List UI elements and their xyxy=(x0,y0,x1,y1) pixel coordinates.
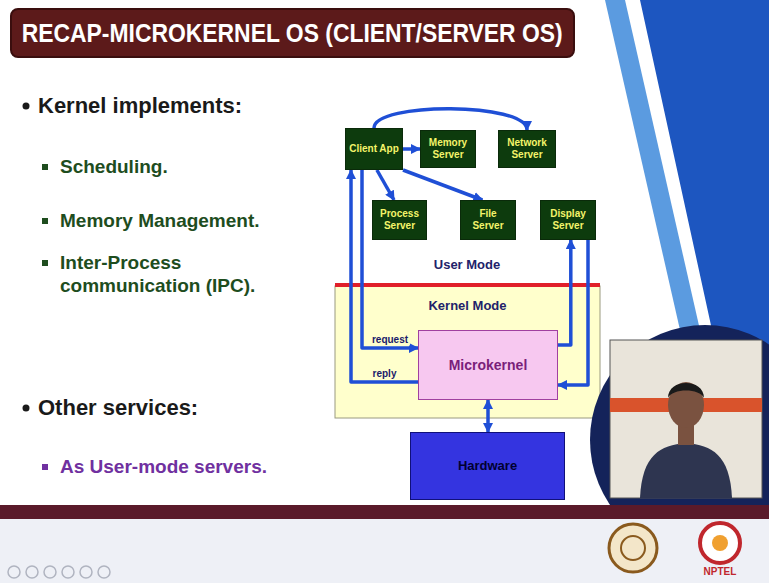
bullet-square xyxy=(42,464,48,470)
hardware-box: Hardware xyxy=(410,432,565,500)
connector-arrow xyxy=(374,109,527,130)
server-name: Network Server xyxy=(502,137,552,161)
bullet-square xyxy=(42,260,48,266)
bullet-item: Scheduling. xyxy=(60,156,168,179)
player-icon xyxy=(8,566,20,578)
bullet-dot xyxy=(23,103,30,110)
presenter-hair xyxy=(668,383,704,398)
logo-text: NPTEL xyxy=(704,566,737,578)
hardware-name: Hardware xyxy=(458,458,517,474)
player-icon xyxy=(98,566,110,578)
nptel-logo xyxy=(700,523,740,563)
edge-label: request xyxy=(370,334,410,346)
footer-ground xyxy=(0,519,769,583)
connector-arrow xyxy=(403,170,482,200)
mode-boundary xyxy=(335,283,600,287)
player-icon xyxy=(44,566,56,578)
slide-title: RECAP-MICROKERNEL OS (CLIENT/SERVER OS) xyxy=(22,18,563,49)
bullet-item: Memory Management. xyxy=(60,210,260,233)
server-name: Process Server xyxy=(376,208,423,232)
institute-logo xyxy=(621,536,645,560)
region-fill xyxy=(335,286,600,418)
edge-label: reply xyxy=(371,368,399,380)
presenter-head xyxy=(668,382,704,428)
region-title: Kernel Mode xyxy=(428,298,506,314)
microkernel-name: Microkernel xyxy=(449,357,528,374)
server-box: Process Server xyxy=(372,200,427,240)
microkernel-box: Microkernel xyxy=(418,330,558,400)
footer-bar xyxy=(0,505,769,519)
player-icon xyxy=(26,566,38,578)
server-box: Network Server xyxy=(498,130,556,168)
player-icon xyxy=(62,566,74,578)
connector-arrow xyxy=(377,170,394,200)
server-name: Display Server xyxy=(544,208,592,232)
player-icon xyxy=(80,566,92,578)
server-name: File Server xyxy=(464,208,512,232)
bullet-heading: Other services: xyxy=(38,395,198,421)
connector-arrow xyxy=(362,170,418,348)
bullet-item: Inter-Process communication (IPC). xyxy=(60,252,300,298)
mode-label: User Mode xyxy=(434,257,500,273)
connector-arrow xyxy=(558,240,588,385)
connector-arrow xyxy=(558,240,571,345)
server-box: File Server xyxy=(460,200,516,240)
institute-logo xyxy=(609,524,657,572)
bullet-dot xyxy=(23,405,30,412)
server-box: Memory Server xyxy=(420,130,476,168)
client-name: Client App xyxy=(349,143,399,155)
server-name: Memory Server xyxy=(424,137,472,161)
presenter-frame xyxy=(610,340,762,498)
bullet-square xyxy=(42,218,48,224)
bullet-item: As User-mode servers. xyxy=(60,456,267,479)
connector-arrow xyxy=(486,400,490,432)
kernel-mode-region: Kernel ModeMicrokernel xyxy=(335,286,600,418)
nptel-logo xyxy=(712,535,728,551)
title-bar: RECAP-MICROKERNEL OS (CLIENT/SERVER OS) xyxy=(10,8,575,58)
client-box: Client App xyxy=(345,128,403,170)
connector-arrow xyxy=(403,147,420,151)
presenter-body xyxy=(640,443,732,498)
bullet-heading: Kernel implements: xyxy=(38,93,242,119)
server-box: Display Server xyxy=(540,200,596,240)
bullet-square xyxy=(42,164,48,170)
